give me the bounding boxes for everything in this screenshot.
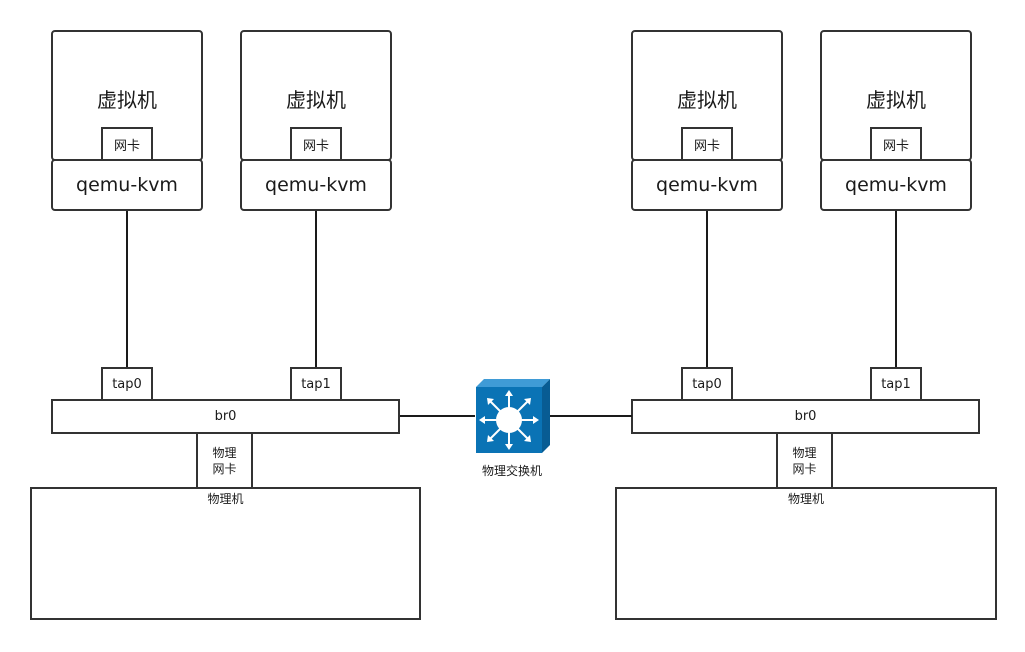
vm-nic-label: 网卡 — [693, 138, 720, 154]
vm-label: 虚拟机 — [286, 88, 346, 112]
physical-nic-label-line2: 网卡 — [792, 461, 817, 476]
qemu-kvm-box: qemu-kvm — [51, 159, 203, 211]
vm-nic: 网卡 — [101, 127, 153, 161]
physical-host-label: 物理机 — [207, 492, 244, 506]
qemu-kvm-label: qemu-kvm — [656, 174, 758, 196]
physical-host-label: 物理机 — [787, 492, 824, 506]
physical-nic: 物理 网卡 — [196, 432, 253, 489]
vm-nic: 网卡 — [870, 127, 922, 161]
kvm-tap-link — [315, 211, 317, 368]
physical-host: 物理机 — [615, 487, 997, 620]
tap-label: tap0 — [692, 376, 722, 392]
tap-interface: tap0 — [681, 367, 733, 401]
tap-interface: tap1 — [290, 367, 342, 401]
vm-label: 虚拟机 — [866, 88, 926, 112]
bridge-br0: br0 — [51, 399, 400, 434]
vm-nic-label: 网卡 — [302, 138, 329, 154]
kvm-tap-link — [706, 211, 708, 368]
vm-nic-label: 网卡 — [113, 138, 140, 154]
switch-hub — [496, 407, 522, 433]
qemu-kvm-label: qemu-kvm — [265, 174, 367, 196]
kvm-tap-link — [126, 211, 128, 368]
tap-interface: tap1 — [870, 367, 922, 401]
vm-nic: 网卡 — [681, 127, 733, 161]
vm-label: 虚拟机 — [677, 88, 737, 112]
physical-nic: 物理 网卡 — [776, 432, 833, 489]
kvm-tap-link — [895, 211, 897, 368]
tap-interface: tap0 — [101, 367, 153, 401]
qemu-kvm-box: qemu-kvm — [240, 159, 392, 211]
tap-label: tap1 — [881, 376, 911, 392]
physical-nic-label-line2: 网卡 — [212, 461, 237, 476]
physical-nic-label-line1: 物理 — [212, 445, 237, 460]
switch-side-face — [542, 379, 550, 453]
qemu-kvm-label: qemu-kvm — [845, 174, 947, 196]
qemu-kvm-box: qemu-kvm — [820, 159, 972, 211]
bridge-br0: br0 — [631, 399, 980, 434]
vm-nic-label: 网卡 — [882, 138, 909, 154]
vm-nic: 网卡 — [290, 127, 342, 161]
tap-label: tap1 — [301, 376, 331, 392]
physical-host: 物理机 — [30, 487, 421, 620]
tap-label: tap0 — [112, 376, 142, 392]
bridge-switch-link — [400, 415, 475, 417]
vm-label: 虚拟机 — [97, 88, 157, 112]
network-switch-icon — [476, 379, 550, 453]
bridge-label: br0 — [794, 409, 817, 424]
qemu-kvm-box: qemu-kvm — [631, 159, 783, 211]
physical-nic-label-line1: 物理 — [792, 445, 817, 460]
switch-label: 物理交换机 — [481, 464, 542, 478]
switch-bridge-link — [550, 415, 632, 417]
switch-top-face — [476, 379, 550, 387]
bridge-label: br0 — [214, 409, 237, 424]
qemu-kvm-label: qemu-kvm — [76, 174, 178, 196]
